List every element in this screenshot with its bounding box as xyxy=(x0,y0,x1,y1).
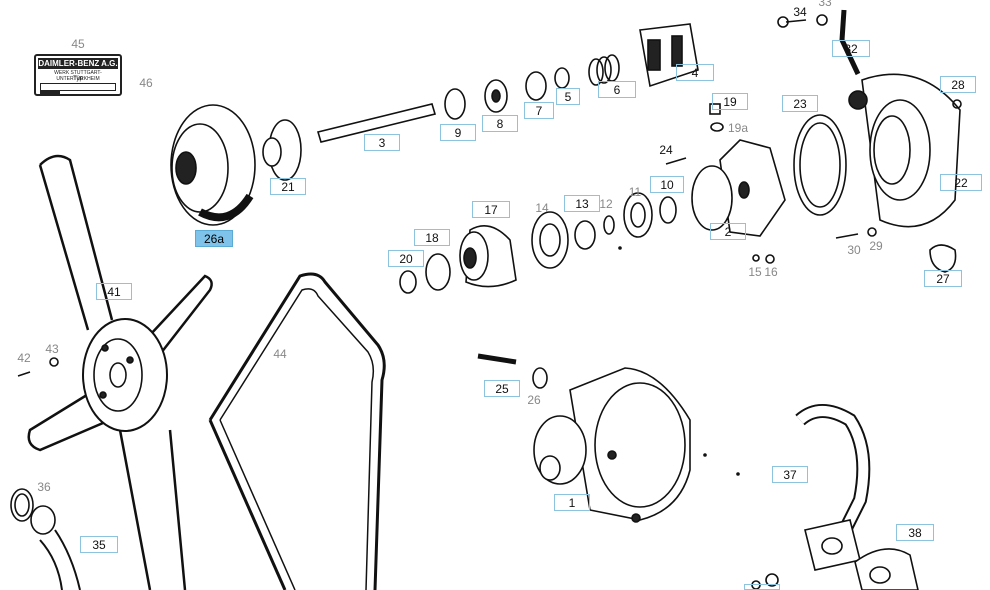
part-label-1[interactable]: 1 xyxy=(554,494,590,511)
part-label-11[interactable]: 11 xyxy=(628,185,642,199)
part-label-32[interactable]: 32 xyxy=(832,40,870,57)
part-label-14[interactable]: 14 xyxy=(535,201,549,215)
nameplate-field-2 xyxy=(40,90,60,95)
part-label-36[interactable]: 36 xyxy=(37,480,51,494)
part-label-partial xyxy=(744,584,780,590)
part-label-12[interactable]: 12 xyxy=(599,197,613,211)
part-label-34[interactable]: 34 xyxy=(793,5,807,19)
part-label-18[interactable]: 18 xyxy=(414,229,450,246)
part-label-20[interactable]: 20 xyxy=(388,250,424,267)
part-label-38[interactable]: 38 xyxy=(896,524,934,541)
part-label-13[interactable]: 13 xyxy=(564,195,600,212)
part-label-5[interactable]: 5 xyxy=(556,88,580,105)
part-label-22[interactable]: 22 xyxy=(940,174,982,191)
part-label-26a[interactable]: 26a xyxy=(195,230,233,247)
part-label-46[interactable]: 46 xyxy=(139,76,153,90)
part-label-37[interactable]: 37 xyxy=(772,466,808,483)
part-label-24[interactable]: 24 xyxy=(659,143,673,157)
part-label-30[interactable]: 30 xyxy=(847,243,861,257)
part-label-6[interactable]: 6 xyxy=(598,81,636,98)
part-label-16[interactable]: 16 xyxy=(764,265,778,279)
part-label-23[interactable]: 23 xyxy=(782,95,818,112)
part-label-26[interactable]: 26 xyxy=(527,393,541,407)
part-label-4[interactable]: 4 xyxy=(676,64,714,81)
part-label-10[interactable]: 10 xyxy=(650,176,684,193)
part-label-43[interactable]: 43 xyxy=(45,342,59,356)
part-label-17[interactable]: 17 xyxy=(472,201,510,218)
part-label-2[interactable]: 2 xyxy=(710,223,746,240)
daimler-benz-nameplate: DAIMLER-BENZ A.G. WERK STUTTGART-UNTERTÜ… xyxy=(34,54,122,96)
part-label-8[interactable]: 8 xyxy=(482,115,518,132)
part-label-41[interactable]: 41 xyxy=(96,283,132,300)
pulley-26a xyxy=(170,104,256,226)
part-label-15[interactable]: 15 xyxy=(748,265,762,279)
part-label-28[interactable]: 28 xyxy=(940,76,976,93)
part-label-25[interactable]: 25 xyxy=(484,380,520,397)
part-label-27[interactable]: 27 xyxy=(924,270,962,287)
fan-41 xyxy=(27,154,213,590)
nameplate-brand: DAIMLER-BENZ A.G. xyxy=(38,58,118,69)
part-label-19a[interactable]: 19a xyxy=(727,121,749,135)
nameplate-line1: WERK STUTTGART-UNTERTÜRKHEIM xyxy=(54,70,102,82)
part-label-44[interactable]: 44 xyxy=(273,347,287,361)
part-label-19[interactable]: 19 xyxy=(712,93,748,110)
part-label-9[interactable]: 9 xyxy=(440,124,476,141)
nameplate-line2: Typ xyxy=(73,76,83,82)
nameplate-field xyxy=(40,83,116,91)
part-label-45[interactable]: 45 xyxy=(71,37,85,51)
part-label-3[interactable]: 3 xyxy=(364,134,400,151)
part-label-21[interactable]: 21 xyxy=(270,178,306,195)
part-label-29[interactable]: 29 xyxy=(869,239,883,253)
part-label-35[interactable]: 35 xyxy=(80,536,118,553)
part-label-7[interactable]: 7 xyxy=(524,102,554,119)
part-label-42[interactable]: 42 xyxy=(17,351,31,365)
part-label-33[interactable]: 33 xyxy=(818,0,832,9)
